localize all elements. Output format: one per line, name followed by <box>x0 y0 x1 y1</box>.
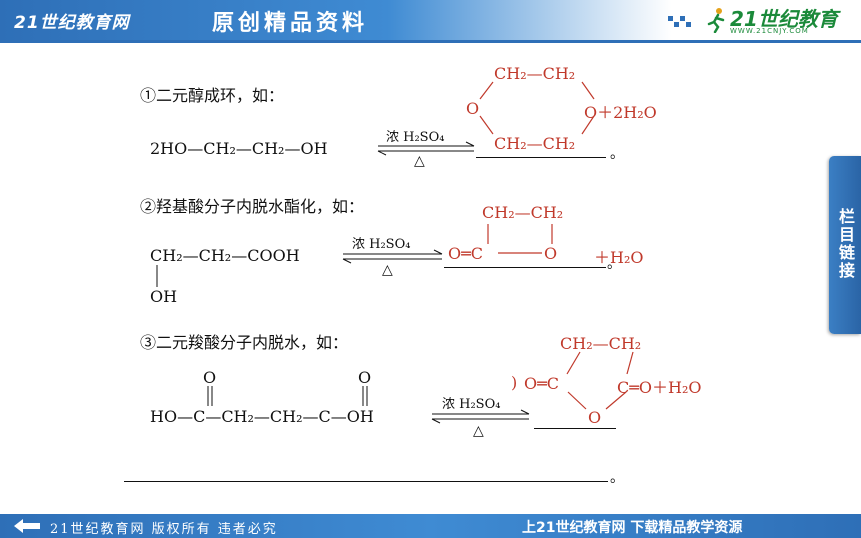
item1-label: ①二元醇成环，如： <box>140 86 285 105</box>
item3-heat: △ <box>473 423 484 439</box>
item1-ring-top: CH₂—CH₂ <box>494 64 576 83</box>
item2-answer-blank <box>444 267 606 268</box>
header-divider <box>0 40 861 43</box>
ring3-bond-tl <box>566 351 581 375</box>
decorative-dots-icon <box>668 16 692 28</box>
item1-ring-bottom: CH₂—CH₂ <box>494 134 576 153</box>
item2-condition: 浓 H₂SO₄ <box>352 237 411 252</box>
logo[interactable]: 21世纪教育 WWW.21CNJY.COM <box>704 3 854 37</box>
header-banner: 21世纪教育网 原创精品资料 21世纪教育 WWW.21CNJY.COM <box>0 0 861 40</box>
item2-ring-right: O <box>544 244 558 263</box>
footer-banner: 21世纪教育网 版权所有 违者必究 上21世纪教育网 下载精品教学资源 <box>0 514 861 538</box>
item1-heat: △ <box>414 153 425 169</box>
item2-reactant: CH₂—CH₂—COOH <box>150 246 300 265</box>
runner-icon <box>707 8 725 33</box>
item1-ring-left: O <box>466 99 480 118</box>
arrow1-back-head <box>377 150 387 156</box>
footer-copyright: 21世纪教育网 版权所有 违者必究 <box>50 522 278 537</box>
item3-label: ③二元羧酸分子内脱水，如： <box>140 333 349 352</box>
arrow3-back-head <box>431 418 441 424</box>
item2-heat: △ <box>382 262 393 278</box>
header-site-name: 21世纪教育网 <box>14 13 130 33</box>
column-link-label: 栏目链接 <box>836 208 855 280</box>
item2-water: ＋H₂O <box>594 248 644 267</box>
item2-reactant-oh: OH <box>150 287 178 306</box>
item3-ring-bottom: O <box>588 408 602 427</box>
back-arrow-icon[interactable] <box>14 519 40 533</box>
ring1-bond-bl <box>479 115 494 135</box>
item2-ring-left: O═C <box>448 244 483 263</box>
item1-answer-blank <box>476 157 606 158</box>
item3-carbonyl-o2: O <box>358 368 372 387</box>
column-link-tab[interactable]: 栏目链接 <box>829 156 861 334</box>
ring3-bond-bl <box>567 391 587 410</box>
item3-answer-blank-2 <box>124 481 608 482</box>
header-tagline: 原创精品资料 <box>212 10 369 36</box>
item3-carbonyl-o1: O <box>203 368 217 387</box>
item3-condition: 浓 H₂SO₄ <box>442 397 501 412</box>
item1-condition: 浓 H₂SO₄ <box>386 130 445 145</box>
item2-ring-top: CH₂—CH₂ <box>482 203 564 222</box>
ring1-bond-tr <box>581 81 595 100</box>
item2-end: 。 <box>607 256 621 272</box>
arrow3-forward-head <box>520 409 530 415</box>
arrow2-back-head <box>342 258 352 264</box>
ring3-bond-tr <box>626 351 634 375</box>
item3-ring-left: O═C <box>524 374 559 393</box>
item3-reactant: HO—C—CH₂—CH₂—C—OH <box>150 407 374 426</box>
ring1-bond-tl <box>479 81 494 100</box>
item1-reactant: 2HO—CH₂—CH₂—OH <box>150 139 328 158</box>
item3-ring-right: C═O＋H₂O <box>617 378 702 397</box>
arrow2-forward-head <box>433 249 443 255</box>
item3-ring-top: CH₂—CH₂ <box>560 334 642 353</box>
arrow1-forward-head <box>465 141 475 147</box>
item1-end: 。 <box>610 146 624 162</box>
item1-ring-right: O＋2H₂O <box>584 103 657 122</box>
item3-end: 。 <box>610 470 624 486</box>
logo-text: 21世纪教育 <box>730 7 838 31</box>
item2-label: ②羟基酸分子内脱水酯化，如： <box>140 197 365 216</box>
item3-answer-blank <box>534 428 616 429</box>
item3-mark: ) <box>511 373 518 392</box>
logo-url: WWW.21CNJY.COM <box>730 27 809 35</box>
footer-slogan[interactable]: 上21世纪教育网 下载精品教学资源 <box>522 520 743 536</box>
